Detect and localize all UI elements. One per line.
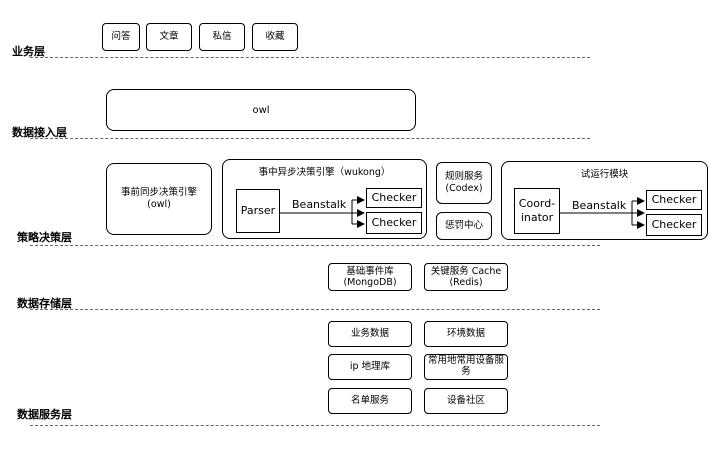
coordinator-box: Coord- inator	[514, 188, 560, 234]
pre-sync-engine-box: 事前同步决策引擎 (owl)	[106, 163, 212, 235]
layer-label-data-access: 数据接入层	[12, 126, 67, 139]
coordinator-label-2: inator	[520, 211, 554, 224]
cache-name: 关键服务 Cache	[430, 265, 502, 277]
list-service-box: 名单服务	[328, 388, 412, 414]
event-db-box: 基础事件库 (MongoDB)	[328, 263, 412, 291]
business-data-box: 业务数据	[328, 321, 412, 347]
rule-service-box: 规则服务 (Codex)	[436, 162, 492, 204]
async-engine-title: 事中异步决策引擎（wukong）	[258, 167, 391, 178]
layer-divider	[30, 245, 600, 246]
checker-box: Checker	[646, 190, 702, 210]
rule-service-sub: (Codex)	[445, 183, 483, 194]
coordinator-label-1: Coord-	[518, 197, 556, 211]
trial-run-title: 试运行模块	[580, 169, 629, 180]
layer-label-strategy: 策略决策层	[17, 231, 72, 244]
business-item-message: 私信	[199, 23, 245, 51]
common-device-service-line1: 常用地常用设备服	[427, 355, 504, 367]
ip-geo-db-box: ip 地理库	[328, 354, 412, 380]
business-item-article: 文章	[146, 23, 192, 51]
arrow-coordinator-to-checkers	[560, 197, 645, 229]
checker-box: Checker	[366, 188, 422, 208]
cache-box: 关键服务 Cache (Redis)	[424, 263, 508, 291]
business-item-favorite: 收藏	[252, 23, 298, 51]
pre-sync-engine-sub: (owl)	[147, 199, 171, 210]
rule-service-name: 规则服务	[444, 170, 483, 182]
layer-label-data-service: 数据服务层	[17, 408, 72, 421]
event-db-sub: (MongoDB)	[343, 277, 397, 288]
layer-label-storage: 数据存储层	[17, 297, 72, 310]
common-device-service-box: 常用地常用设备服 务	[424, 354, 508, 380]
layer-divider	[30, 57, 590, 58]
owl-access-box: owl	[106, 89, 416, 131]
device-community-box: 设备社区	[424, 388, 508, 414]
layer-label-business: 业务层	[12, 45, 45, 58]
checker-box: Checker	[366, 212, 422, 234]
parser-box: Parser	[236, 189, 280, 233]
layer-divider	[30, 425, 600, 426]
penalty-center-box: 惩罚中心	[436, 212, 492, 240]
arrow-parser-to-checkers	[280, 196, 365, 228]
common-device-service-line2: 务	[461, 366, 471, 377]
pre-sync-engine-name: 事前同步决策引擎	[120, 186, 197, 198]
layer-divider	[30, 309, 600, 310]
checker-box: Checker	[646, 214, 702, 236]
layer-divider	[30, 138, 590, 139]
beanstalk-label: Beanstalk	[572, 199, 627, 212]
env-data-box: 环境数据	[424, 321, 508, 347]
business-item-qa: 问答	[102, 23, 140, 51]
cache-sub: (Redis)	[449, 277, 483, 288]
beanstalk-label: Beanstalk	[292, 198, 347, 211]
event-db-name: 基础事件库	[346, 265, 394, 277]
